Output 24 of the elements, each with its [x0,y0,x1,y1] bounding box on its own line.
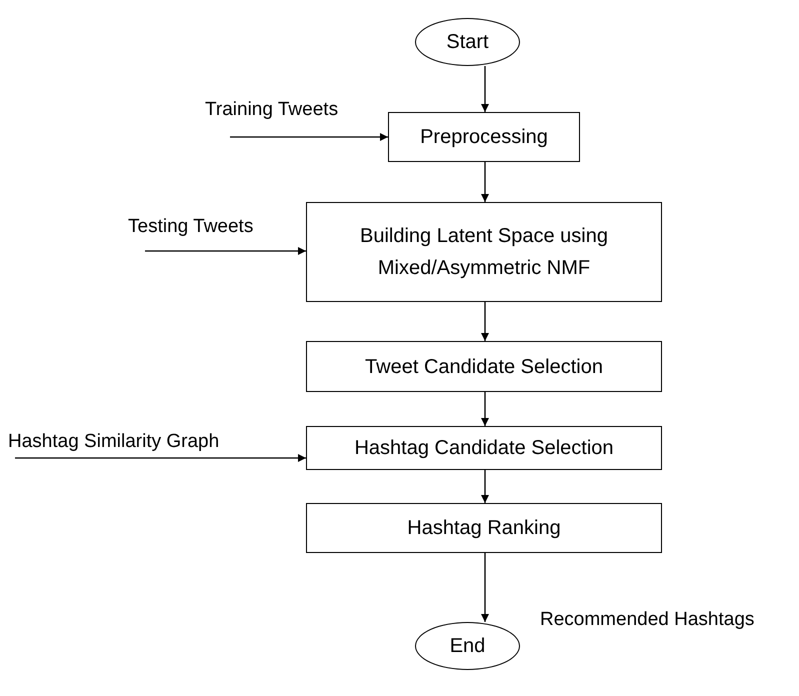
arrow [145,247,306,255]
process-box [306,503,662,553]
arrow [481,302,489,341]
node-text: Training Tweets [205,98,340,122]
process-box [306,202,662,302]
node-text: Hashtag Candidate Selection [354,436,614,461]
arrow [481,162,489,202]
arrow [481,66,489,112]
node-text: End [450,634,486,659]
node-text: Preprocessing [420,125,548,150]
arrow [481,553,489,622]
node-text: Building Latent Space using Mixed/Asymmetric NMF [359,224,609,281]
arrow [481,470,489,503]
process-box [306,426,662,470]
node-text: Hashtag Similarity Graph [8,430,220,454]
node-text: Start [446,30,489,55]
process-box [306,341,662,392]
process-box [388,112,580,162]
arrow [481,392,489,426]
arrow [230,133,388,141]
arrow [15,454,306,462]
node-text: Testing Tweets [128,215,254,239]
node-text: Tweet Candidate Selection [365,354,603,380]
node-text: Hashtag Ranking [407,516,561,541]
